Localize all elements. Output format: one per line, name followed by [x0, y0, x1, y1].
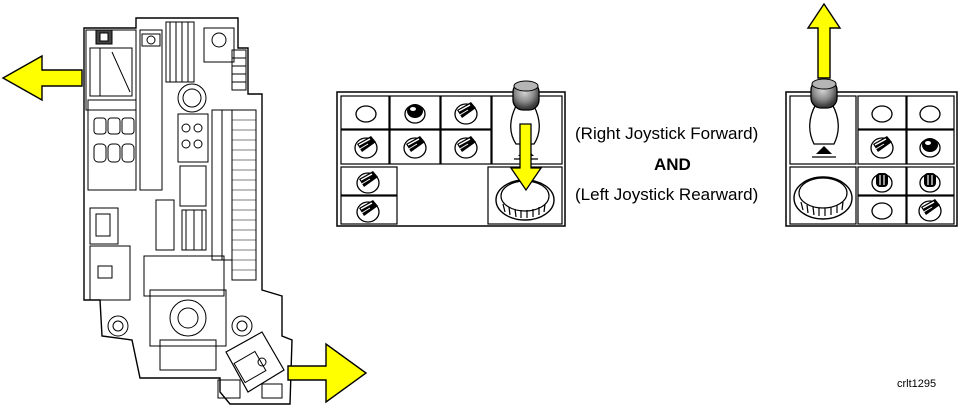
round-joystick-icon: [793, 176, 853, 220]
ribbed-knob-icon: [919, 172, 941, 193]
arrow-right-icon: [287, 342, 368, 404]
arrow-down-icon: [509, 123, 543, 192]
dome-button-icon: [919, 137, 941, 158]
arrow-left-icon: [1, 54, 83, 102]
left-joystick-icon: [495, 179, 555, 221]
round-button-icon: [871, 105, 893, 123]
ribbed-knob-icon: [871, 172, 893, 193]
dome-button-icon: [404, 103, 426, 124]
joystick-icon: [809, 78, 839, 158]
round-button-icon: [919, 105, 941, 123]
arrow-up-icon: [806, 2, 842, 79]
left-control-panel: [336, 80, 566, 227]
figure-code: crlt1295: [897, 378, 937, 390]
left-joystick-label: (Left Joystick Rearward): [575, 185, 759, 204]
round-button-icon: [355, 105, 377, 123]
right-joystick-label: (Right Joystick Forward): [575, 124, 759, 143]
machine-plan-view: [83, 17, 293, 405]
round-button-icon: [871, 202, 893, 220]
and-label: AND: [654, 155, 691, 174]
right-control-panel: [785, 78, 958, 227]
